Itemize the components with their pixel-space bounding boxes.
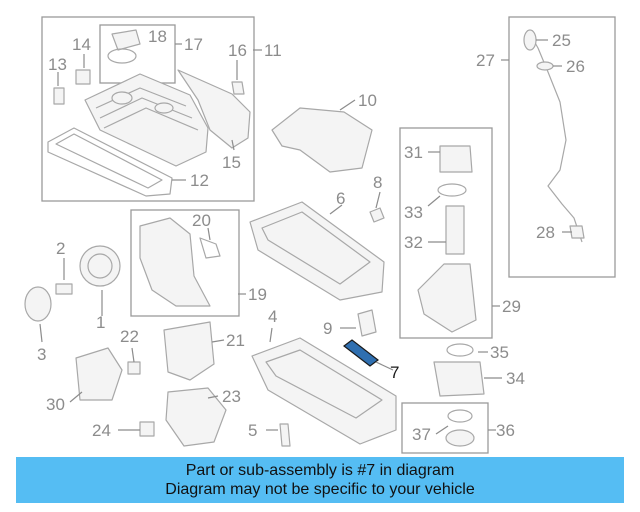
cover-23-drawing xyxy=(165,387,227,447)
callout-25: 25 xyxy=(552,31,571,50)
callout-27: 27 xyxy=(476,51,495,70)
bolt-22-drawing xyxy=(127,361,141,375)
timing-cover-19-drawing xyxy=(139,217,211,307)
callout-1: 1 xyxy=(96,313,105,332)
banner-line-2: Diagram may not be specific to your vehi… xyxy=(165,481,475,498)
callout-36: 36 xyxy=(496,421,515,440)
group-box-11 xyxy=(41,16,255,202)
pulley-1-drawing xyxy=(79,245,121,287)
seal-33-drawing xyxy=(437,183,467,197)
bolt-9-drawing xyxy=(357,309,377,337)
callout-22: 22 xyxy=(120,327,139,346)
filter-32-drawing xyxy=(445,205,465,255)
seal-18-drawing xyxy=(107,48,137,64)
banner-line-1: Part or sub-assembly is #7 in diagram xyxy=(185,462,455,479)
info-banner: Part or sub-assembly is #7 in diagram Di… xyxy=(16,457,624,503)
callout-29: 29 xyxy=(502,297,521,316)
callout-5: 5 xyxy=(248,421,257,440)
callout-20: 20 xyxy=(192,211,211,230)
callout-31: 31 xyxy=(404,143,423,162)
cap-36-drawing xyxy=(445,429,475,447)
bolt-2-drawing xyxy=(55,283,73,295)
callout-19: 19 xyxy=(248,285,267,304)
bolt-16-drawing xyxy=(231,81,245,95)
bracket-21-drawing xyxy=(163,321,215,381)
gasket-12-drawing xyxy=(47,127,173,197)
callout-2: 2 xyxy=(56,239,65,258)
plug-14-drawing xyxy=(75,69,91,85)
callout-26: 26 xyxy=(566,57,585,76)
oil-pan-4-drawing xyxy=(251,337,397,445)
group-box-19 xyxy=(130,209,240,317)
callout-37: 37 xyxy=(412,425,431,444)
callout-8: 8 xyxy=(373,173,382,192)
callout-11: 11 xyxy=(264,41,282,60)
callout-21: 21 xyxy=(226,331,245,350)
bolt-24-drawing xyxy=(139,421,155,437)
bracket-20-drawing xyxy=(199,237,221,259)
cap-18-drawing xyxy=(111,29,141,51)
callout-10: 10 xyxy=(358,91,377,110)
oil-pan-6-drawing xyxy=(249,201,385,301)
callout-13: 13 xyxy=(48,55,67,74)
leader-lines xyxy=(39,39,572,435)
intake-10-drawing xyxy=(271,107,373,173)
callout-32: 32 xyxy=(404,233,423,252)
pulley-1-hub xyxy=(87,253,113,279)
callout-17: 17 xyxy=(184,35,203,54)
sensor-13-drawing xyxy=(53,87,65,105)
heat-shield-15-drawing xyxy=(177,69,251,149)
callout-14: 14 xyxy=(72,35,91,54)
handle-25-drawing xyxy=(523,29,537,51)
group-box-36 xyxy=(401,402,489,454)
seal-3-drawing xyxy=(24,286,52,322)
callout-18: 18 xyxy=(148,27,167,46)
callout-16: 16 xyxy=(228,41,247,60)
part-7-drawing xyxy=(343,339,379,367)
clip-28-drawing xyxy=(569,225,585,239)
housing-29-drawing xyxy=(417,263,477,333)
seal-26-drawing xyxy=(536,61,554,71)
cap-31-drawing xyxy=(439,145,473,173)
callout-33: 33 xyxy=(404,203,423,222)
callout-23: 23 xyxy=(222,387,241,406)
bolt-5-drawing xyxy=(279,423,291,447)
group-box-29 xyxy=(399,127,493,339)
callout-15: 15 xyxy=(222,153,241,172)
cooler-34-drawing xyxy=(433,361,485,397)
callout-4: 4 xyxy=(268,307,277,326)
sensor-8-drawing xyxy=(369,207,385,223)
callout-30: 30 xyxy=(46,395,65,414)
seal-37-drawing xyxy=(447,409,473,423)
cover-30-drawing xyxy=(75,347,123,401)
callout-6: 6 xyxy=(336,189,345,208)
callout-3: 3 xyxy=(37,345,46,364)
group-box-27 xyxy=(508,16,616,278)
callout-24: 24 xyxy=(92,421,111,440)
valve-cover-drawing xyxy=(84,73,209,167)
dipstick-27-drawing xyxy=(529,33,583,243)
callout-12: 12 xyxy=(190,171,209,190)
callout-9: 9 xyxy=(323,319,332,338)
callout-35: 35 xyxy=(490,343,509,362)
callout-7: 7 xyxy=(390,363,399,382)
seal-35-drawing xyxy=(446,343,474,357)
callout-34: 34 xyxy=(506,369,525,388)
callout-28: 28 xyxy=(536,223,555,242)
